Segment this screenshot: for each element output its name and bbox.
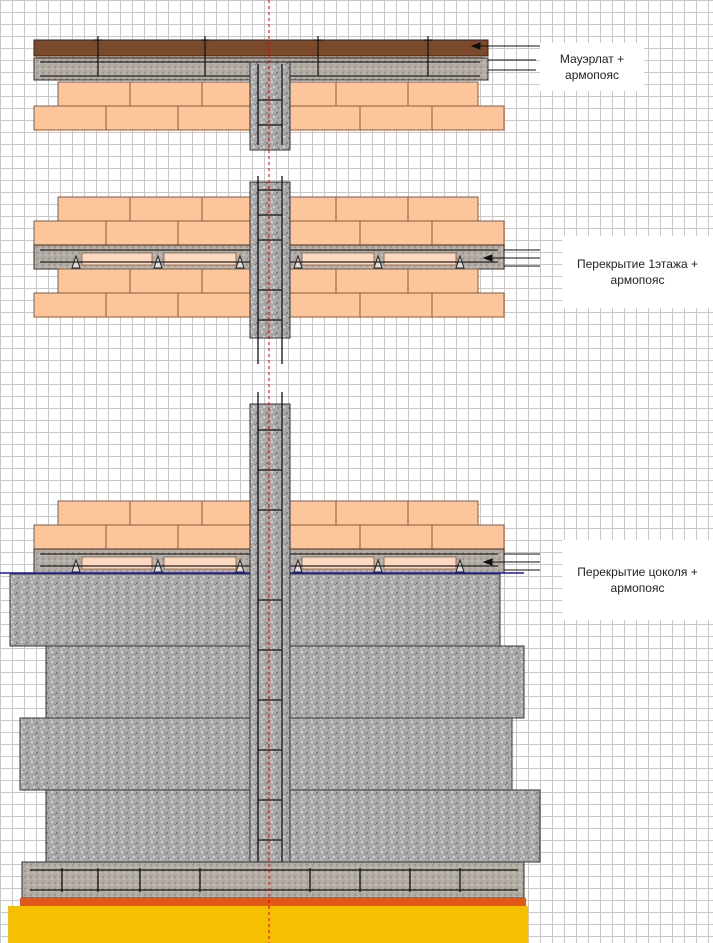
column-bottom (249, 403, 291, 865)
label-mauerlat: Мауэрлат + армопояс (540, 43, 644, 91)
label-plinth: Перекрытие цоколя + армопояс (562, 540, 713, 620)
foundation-strip (21, 861, 525, 899)
arrows-top (470, 42, 540, 71)
brick-rows-mid-lower (33, 268, 505, 318)
mauerlat-section (33, 36, 540, 151)
foundation-blocks (9, 573, 541, 863)
column-top (249, 61, 291, 151)
brick-rows-top (33, 81, 505, 131)
brick-rows-mid-upper (33, 196, 505, 246)
sand-bed (8, 906, 528, 943)
plinth-section (0, 392, 541, 943)
arrows-mid (482, 249, 540, 267)
brick-rows-bottom (33, 500, 505, 550)
arrows-bottom (482, 553, 540, 571)
mauerlat-beam (33, 39, 489, 57)
label-floor1: Перекрытие 1этажа + армопояс (562, 236, 713, 308)
waterproofing-layer (20, 898, 526, 906)
floor1-section (33, 176, 540, 364)
column-mid (249, 181, 291, 339)
anchor-bolts (94, 36, 432, 76)
